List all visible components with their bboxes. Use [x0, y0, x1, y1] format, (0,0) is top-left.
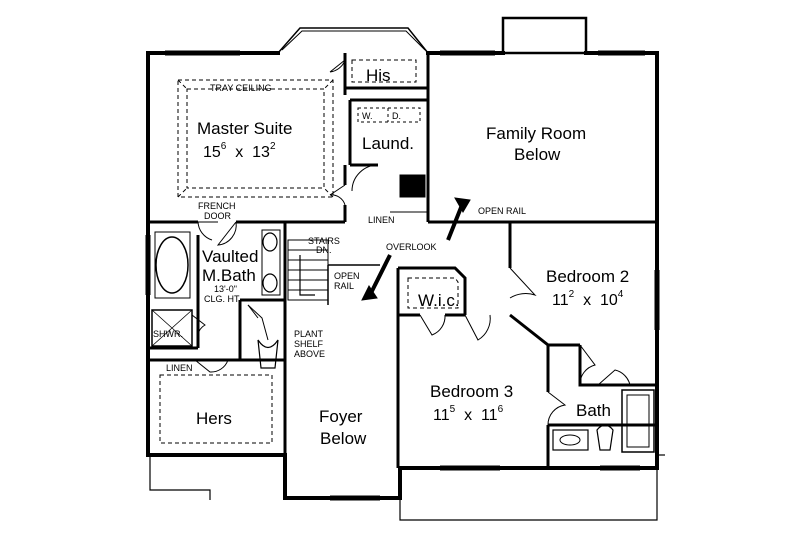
room-hers-name: Hers — [196, 409, 232, 428]
room-vaulted-bath-line2: M.Bath — [202, 266, 256, 285]
overlook-arrows — [361, 197, 471, 301]
note-tray-ceiling: TRAY CEILING — [210, 83, 272, 93]
note-overlook: OVERLOOK — [386, 242, 437, 252]
porch-outline — [149, 455, 211, 500]
note-linen-lower: LINEN — [166, 363, 193, 373]
room-bedroom3-dimensions: 115 x 116 — [433, 404, 504, 424]
room-foyer-line1: Foyer — [319, 407, 363, 426]
note-dryer: D. — [392, 111, 401, 121]
stairs — [287, 239, 329, 301]
room-laundry-name: Laund. — [362, 134, 414, 153]
room-vaulted-bath-line1: Vaulted — [202, 247, 259, 266]
bathtub-right — [621, 389, 655, 453]
chimney — [501, 16, 588, 55]
room-master-suite-name: Master Suite — [197, 119, 293, 138]
room-family-room-line1: Family Room — [486, 124, 587, 143]
note-plant-shelf-3: ABOVE — [294, 349, 326, 359]
room-bath-name: Bath — [576, 401, 611, 420]
note-open-rail-lower-1: OPEN — [334, 271, 360, 281]
note-french-door-2: DOOR — [204, 211, 231, 221]
note-linen-upper: LINEN — [368, 215, 395, 225]
interior-walls — [148, 53, 657, 468]
room-foyer-line2: Below — [320, 429, 367, 448]
note-shower: SHWR. — [153, 329, 183, 339]
note-open-rail-lower-2: RAIL — [334, 281, 355, 291]
note-open-rail-upper: OPEN RAIL — [478, 206, 527, 216]
note-stairs-1: STAIRS — [308, 236, 340, 246]
room-vaulted-bath-line4: CLG. HT. — [204, 294, 242, 304]
note-plant-shelf-2: SHELF — [294, 339, 324, 349]
room-his-name: His — [366, 66, 391, 85]
note-french-door-1: FRENCH — [198, 201, 236, 211]
shower — [151, 309, 193, 347]
room-master-suite-dimensions: 156 x 132 — [203, 141, 276, 161]
room-vaulted-bath-line3: 13'-0" — [214, 284, 237, 294]
bathtub — [155, 236, 189, 294]
note-washer: W. — [362, 111, 373, 121]
room-wic-name: W.i.c. — [418, 291, 460, 310]
room-bedroom3-name: Bedroom 3 — [430, 382, 514, 401]
door-swings — [191, 59, 631, 426]
room-family-room-line2: Below — [514, 145, 561, 164]
note-stairs-2: DN. — [316, 245, 332, 255]
room-bedroom2-name: Bedroom 2 — [546, 267, 630, 286]
bay-window — [277, 27, 429, 54]
tray-ceiling-outline — [177, 79, 334, 198]
windows — [145, 50, 660, 501]
note-plant-shelf-1: PLANT — [294, 329, 324, 339]
room-bedroom2-dimensions: 112 x 104 — [552, 289, 624, 309]
